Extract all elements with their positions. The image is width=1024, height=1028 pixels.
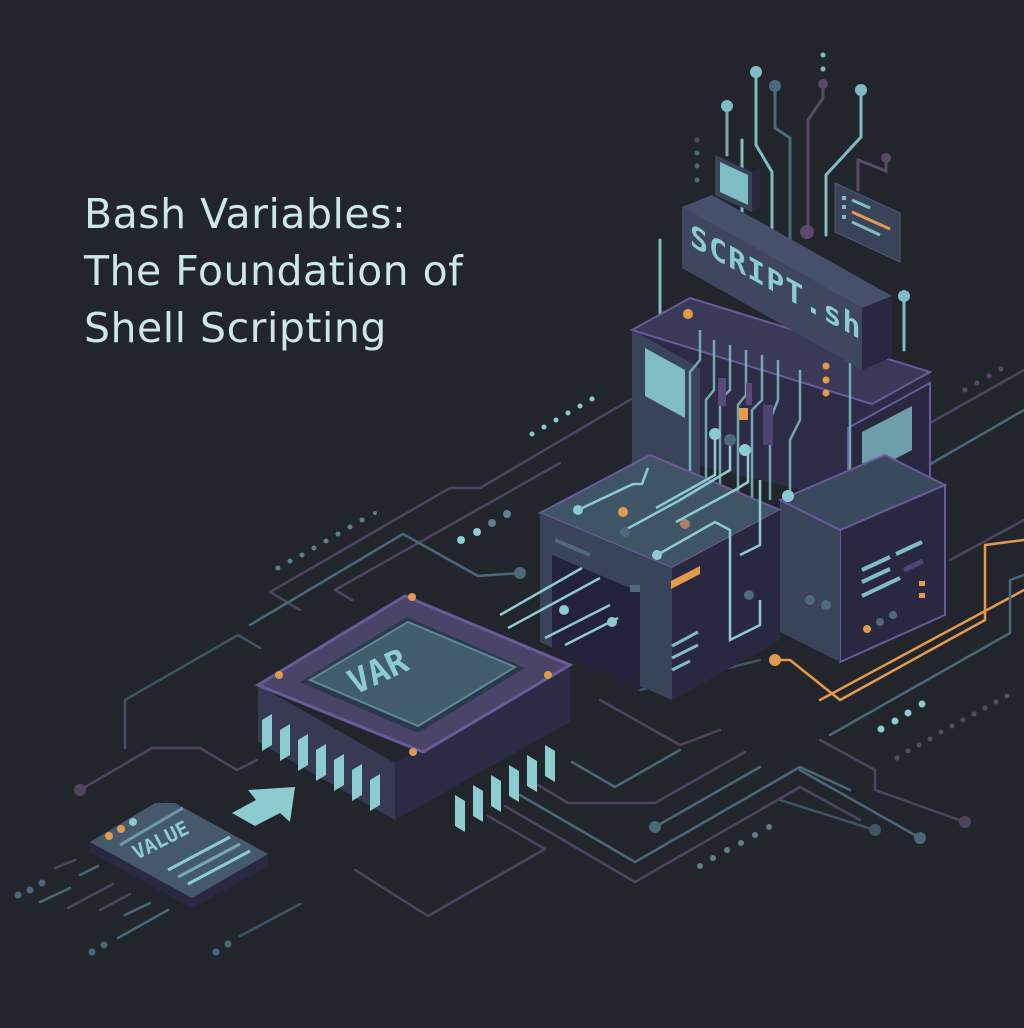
trace-node <box>694 52 910 302</box>
title-line-3: Shell Scripting <box>84 304 387 352</box>
arrow-right-icon <box>232 787 295 826</box>
var-chip-icon: VAR <box>254 593 574 832</box>
circuit-trace-icon <box>38 368 1024 940</box>
code-panel-icon <box>834 182 901 263</box>
title-line-2: The Foundation of <box>84 247 464 295</box>
title-line-1: Bash Variables: <box>84 190 407 238</box>
monitor-icon <box>715 155 760 212</box>
dot-trail <box>14 366 1010 956</box>
page-title: Bash Variables: The Foundation of Shell … <box>84 186 463 357</box>
value-card-icon: VALUE <box>90 800 268 908</box>
script-building-icon <box>499 296 948 700</box>
